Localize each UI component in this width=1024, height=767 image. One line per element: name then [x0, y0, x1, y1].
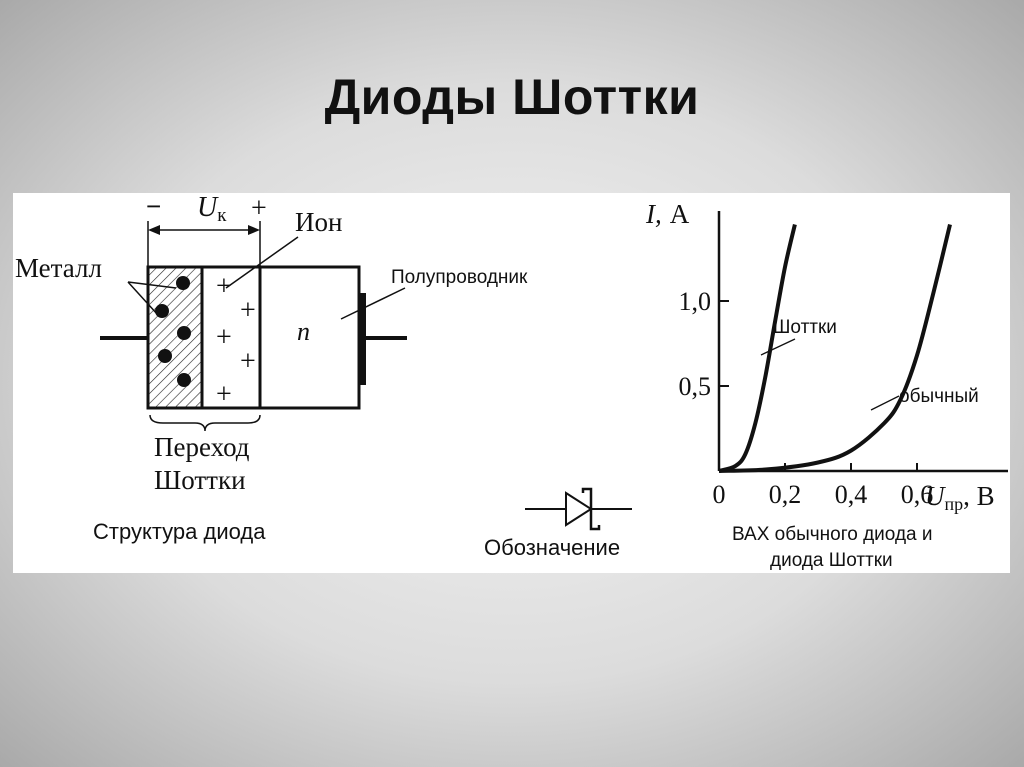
electron-dot: [155, 304, 169, 318]
y-axis-label: I,A: [645, 199, 690, 229]
normal-pointer: [870, 395, 900, 411]
content-panel: + + + + + n − + Uк Ион Металл Полупровод…: [13, 193, 1010, 573]
symbol-caption: Обозначение: [484, 535, 620, 560]
symbol-triangle: [565, 491, 593, 527]
arrowhead-right: [248, 225, 260, 235]
x-tick-label: 0,2: [769, 480, 802, 509]
ion-plus: +: [240, 295, 256, 326]
x-tick-label: 0,6: [901, 480, 934, 509]
voltage-symbol: Uк: [197, 193, 227, 226]
ion-plus: +: [216, 271, 232, 302]
junction-label-line2: Шоттки: [154, 465, 246, 495]
y-tick-label: 0,5: [679, 372, 712, 401]
semiconductor-label: Полупроводник: [391, 267, 528, 288]
diode-structure: + + + + + n − + Uк Ион Металл Полупровод…: [15, 193, 528, 544]
semiconductor-pointer: [340, 287, 406, 320]
n-type-label: n: [297, 317, 310, 346]
curve-normal: [718, 224, 952, 473]
minus-sign: −: [146, 193, 161, 221]
series-label-schottky: Шоттки: [773, 317, 837, 338]
chart-caption-line2: диода Шоттки: [770, 550, 893, 571]
metal-region: [146, 265, 204, 410]
ion-label: Ион: [295, 207, 342, 237]
ion-pointer: [225, 236, 299, 289]
diagram-canvas: + + + + + n − + Uк Ион Металл Полупровод…: [15, 193, 1008, 571]
electron-dot: [177, 326, 191, 340]
junction-brace: [149, 414, 261, 432]
y-tick-label: 1,0: [679, 287, 712, 316]
electron-dot: [176, 276, 190, 290]
x-axis-label: Uпр, В: [925, 481, 995, 514]
ion-plus: +: [240, 346, 256, 377]
arrowhead-left: [148, 225, 160, 235]
curve-schottky: [718, 224, 797, 473]
junction-label-line1: Переход: [154, 432, 250, 462]
metal-label: Металл: [15, 253, 102, 283]
electron-dot: [177, 373, 191, 387]
chart-caption-line1: ВАХ обычного диода и: [732, 524, 932, 545]
ion-plus: +: [216, 322, 232, 353]
structure-caption: Структура диода: [93, 519, 266, 544]
slide-title: Диоды Шоттки: [324, 69, 700, 125]
x-tick-label: 0,4: [835, 480, 868, 509]
x-tick-label: 0: [713, 480, 726, 509]
plus-sign: +: [251, 193, 267, 224]
series-label-normal: обычный: [899, 386, 979, 407]
metal-pointer: [127, 281, 177, 289]
metal-pointer: [127, 281, 159, 316]
right-contact: [359, 293, 366, 385]
iv-chart: 0,5 1,0 0 0,2 0,4 0,6 I,A Uпр, В Шоттки обычн…: [645, 199, 1008, 571]
schottky-pointer: [760, 338, 796, 356]
electron-dot: [158, 349, 172, 363]
schottky-symbol: Обозначение: [484, 487, 632, 560]
ion-plus: +: [216, 379, 232, 410]
